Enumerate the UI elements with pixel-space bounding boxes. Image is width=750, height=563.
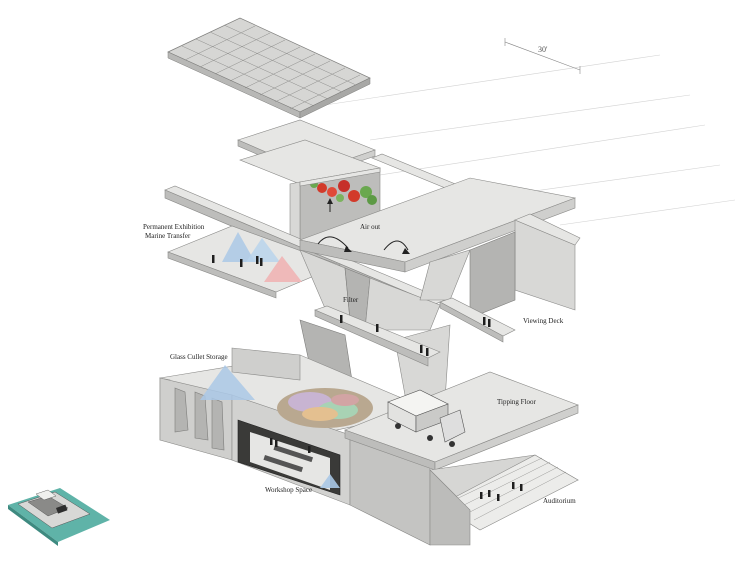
mixed-glass-pile [277,388,373,428]
label-filter: Filter [343,296,359,304]
site-model-inset [8,488,110,546]
label-viewing-deck: Viewing Deck [523,317,564,325]
label-tipping-floor: Tipping Floor [497,398,537,406]
dimension-marker: 30' [504,38,581,74]
auditorium [429,454,579,546]
plants [310,180,377,205]
exhibition-floor [167,225,341,299]
label-permanent-exhibition: Permanent Exhibition [143,223,205,231]
glass-pile-pink [264,256,302,282]
label-auditorium: Auditorium [543,497,576,505]
label-glass-cullet-storage: Glass Cullet Storage [170,353,228,361]
viewing-deck-ramp [314,297,516,367]
roof-sawtooth-panel [167,17,371,119]
workshop-cutaway [237,419,341,496]
glass-pile-blue [222,232,255,262]
air-flow-arrows [317,198,410,254]
garbage-truck [387,389,466,447]
dimension-label: 30' [538,45,548,54]
label-air-out: Air out [360,223,380,231]
right-cantilever [469,213,581,319]
diagram-labels: Permanent Exhibition Marine Transfer Air… [143,223,576,505]
glass-cullet-pile [200,365,255,400]
label-workshop-space: Workshop Space [265,486,312,494]
label-marine-transfer: Marine Transfer [145,232,191,240]
glass-pile-light-blue [246,238,280,262]
